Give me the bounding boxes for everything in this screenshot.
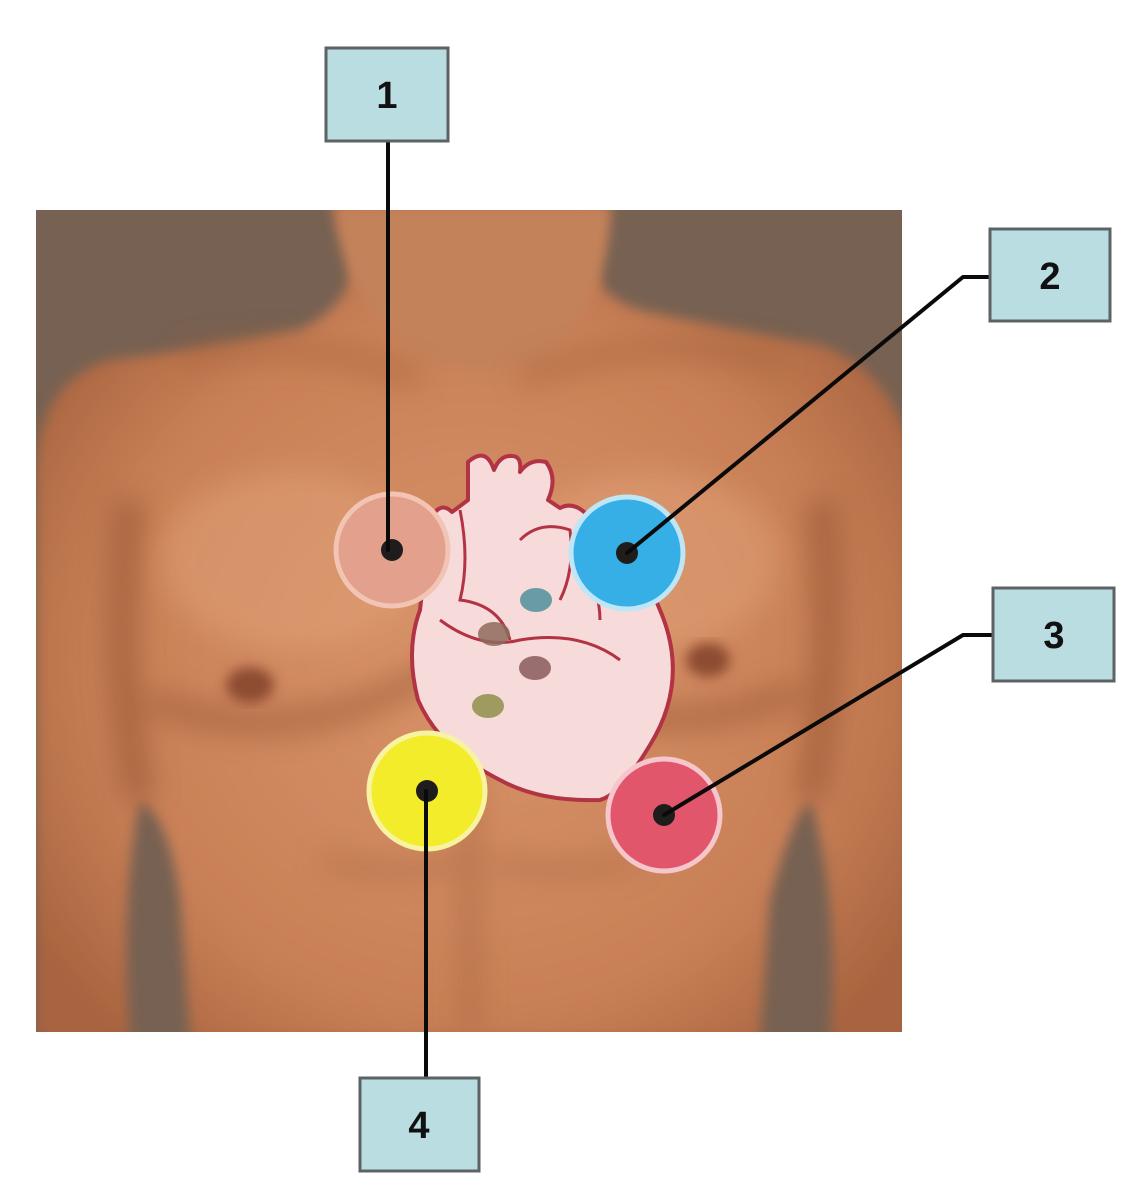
heart-precordial-oval xyxy=(478,622,510,646)
electrode-1-center xyxy=(381,539,403,561)
heart-precordial-oval xyxy=(472,694,504,718)
label-1-text: 1 xyxy=(376,75,397,117)
label-3-text: 3 xyxy=(1043,615,1064,657)
leader-line-3 xyxy=(662,633,995,817)
heart-precordial-oval xyxy=(520,588,552,612)
leader-line-2 xyxy=(625,275,992,555)
heart-illustration xyxy=(410,453,675,803)
label-box-1: 1 xyxy=(324,46,450,143)
leader-lines xyxy=(386,139,995,1080)
label-2-text: 2 xyxy=(1039,256,1060,298)
label-4-text: 4 xyxy=(408,1105,429,1147)
heart-precordial-oval xyxy=(519,656,551,680)
label-box-3: 3 xyxy=(991,586,1116,683)
label-box-2: 2 xyxy=(988,227,1112,323)
electrode-1 xyxy=(333,491,451,609)
label-box-4: 4 xyxy=(358,1076,481,1173)
nipples xyxy=(226,643,730,703)
